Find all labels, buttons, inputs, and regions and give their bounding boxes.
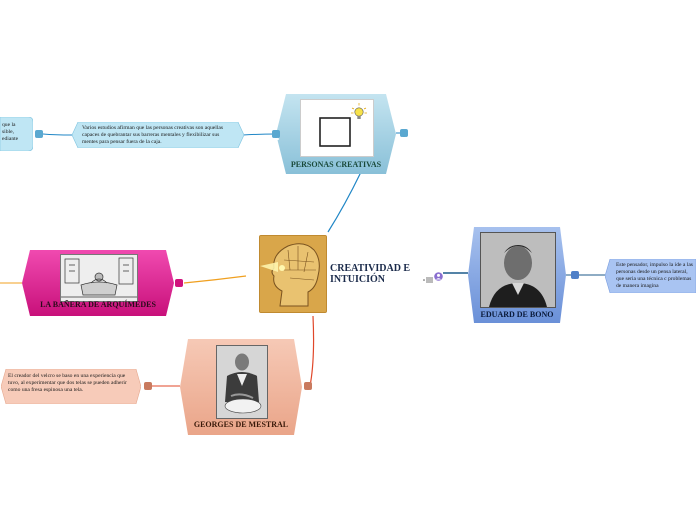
personas-label: PERSONAS CREATIVAS [290, 160, 382, 169]
node-eduard-de-bono[interactable]: EDUARD DE BONO [468, 227, 566, 323]
head-profile-icon [260, 236, 326, 312]
mestral-collapse-icon[interactable] [304, 382, 312, 393]
banera-image [60, 254, 138, 302]
personas-left-collapse-icon[interactable] [272, 130, 280, 141]
center-image[interactable] [259, 235, 327, 313]
mestral-photo [216, 345, 268, 419]
line-center-banera [183, 275, 247, 284]
node-banera-arquimedes[interactable]: LA BAÑERA DE ARQUÍMEDES [22, 250, 174, 316]
person-photo-icon [481, 233, 555, 307]
mestral-left-collapse-icon[interactable] [144, 382, 152, 393]
lightbulb-idea-icon [301, 100, 373, 156]
line-center-mestral [309, 315, 315, 387]
node-georges-mestral[interactable]: GEORGES DE MESTRAL [180, 339, 302, 435]
personas-note-collapse-icon[interactable] [35, 130, 43, 141]
bono-note[interactable]: Este pensador, impulso la ide a las pers… [605, 259, 696, 293]
personas-left-note[interactable]: que la sible, ediante [0, 117, 33, 151]
line-note-leftnote [42, 133, 73, 136]
person-photo-icon [217, 346, 267, 418]
node-personas-creativas[interactable]: PERSONAS CREATIVAS [276, 94, 396, 174]
center-title[interactable]: CREATIVIDAD E INTUICIÓN [330, 263, 411, 285]
mestral-label: GEORGES DE MESTRAL [193, 420, 289, 429]
bono-note-text: Este pensador, impulso la ide a las pers… [616, 262, 693, 289]
personas-left-note-text: que la sible, ediante [2, 122, 19, 142]
mestral-note[interactable]: El creador del velcro se baso en una exp… [1, 369, 141, 404]
mestral-note-text: El creador del velcro se baso en una exp… [8, 373, 127, 393]
user-group-icon[interactable] [434, 268, 443, 281]
personas-image [300, 99, 374, 157]
banera-collapse-icon[interactable] [175, 279, 183, 290]
line-center-personas [327, 171, 362, 233]
personas-note-text: Varios estudios afirman que las personas… [82, 125, 224, 145]
bono-photo [480, 232, 556, 308]
bono-collapse-icon[interactable] [571, 271, 579, 282]
banera-label: LA BAÑERA DE ARQUÍMEDES [40, 300, 156, 309]
bath-engraving-icon [61, 255, 137, 301]
personas-collapse-icon[interactable] [400, 129, 408, 140]
bono-label: EDUARD DE BONO [480, 310, 554, 319]
personas-note[interactable]: Varios estudios afirman que las personas… [72, 122, 244, 148]
list-icon [423, 270, 433, 283]
